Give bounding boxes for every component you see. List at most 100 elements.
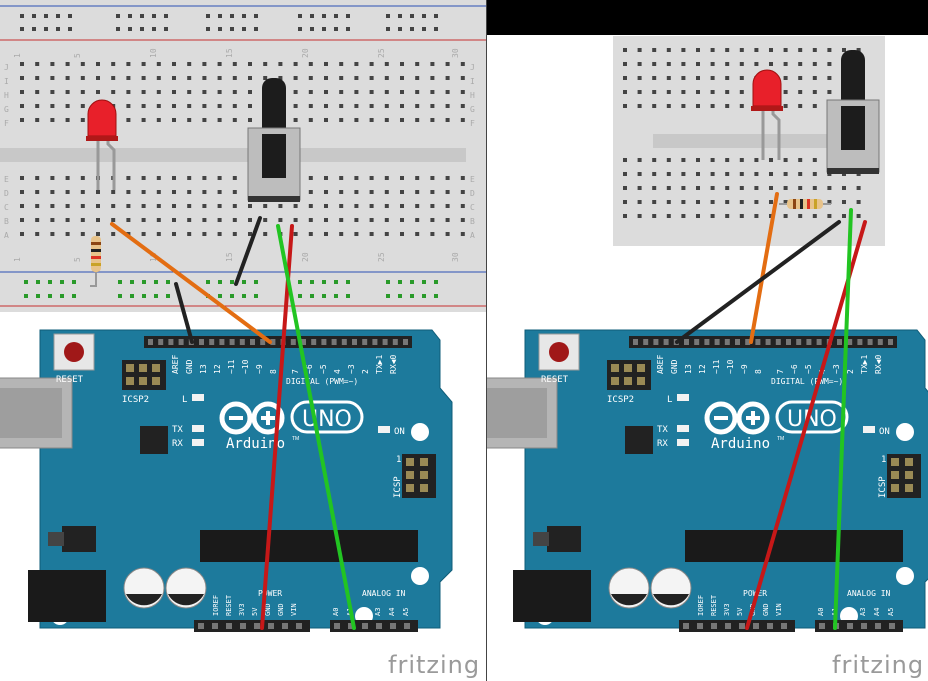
- rail-hole-connected: [142, 280, 146, 284]
- aref-label: AREF: [656, 355, 665, 374]
- rail-hole-connected: [334, 294, 338, 298]
- breadboard-hole: [156, 218, 161, 222]
- header-pin: [301, 339, 306, 345]
- rail-hole: [152, 14, 156, 18]
- header-pin: [725, 623, 731, 629]
- breadboard-hole: [842, 186, 846, 190]
- breadboard-hole: [141, 90, 146, 94]
- led-body: [87, 99, 117, 137]
- breadboard-hole: [754, 158, 759, 162]
- uno-badge: [290, 400, 364, 434]
- breadboard-hole: [769, 186, 773, 190]
- breadboard-hole: [827, 48, 832, 52]
- header-pin: [311, 339, 317, 345]
- breadboard-hole: [710, 48, 715, 52]
- breadboard-hole: [248, 104, 252, 108]
- breadboard-hole: [324, 176, 328, 180]
- header-pin: [362, 623, 368, 629]
- header-pin: [867, 339, 873, 345]
- breadboard-hole: [827, 90, 832, 94]
- breadboard-hole: [666, 104, 671, 108]
- breadboard-hole: [202, 118, 207, 122]
- capacitor-band: [611, 594, 647, 606]
- breadboard-hole: [126, 204, 131, 208]
- rail-hole: [434, 14, 438, 18]
- power-pin-label: RESET: [225, 594, 233, 616]
- rail-hole-connected: [422, 294, 426, 298]
- breadboard-hole: [339, 104, 344, 108]
- rail-hole-connected: [36, 294, 40, 298]
- breadboard-hole: [278, 204, 283, 208]
- rail-hole: [398, 27, 402, 31]
- gnd-label: GND: [670, 359, 679, 374]
- breadboard-hole: [400, 232, 404, 236]
- breadboard-hole: [445, 232, 450, 236]
- header-pin: [611, 377, 619, 385]
- column-number: 1: [13, 53, 22, 58]
- breadboard-hole: [623, 90, 627, 94]
- breadboard-hole: [217, 176, 222, 180]
- gnd-label: GND: [185, 359, 194, 374]
- header-pin: [341, 339, 347, 345]
- breadboard-hole: [141, 204, 146, 208]
- digital-pin-label: 13: [199, 364, 208, 374]
- rail-hole-connected: [206, 280, 210, 284]
- header-pin: [331, 339, 337, 345]
- breadboard-hole: [50, 118, 55, 122]
- analog-label: ANALOG IN: [362, 589, 406, 598]
- rail-hole: [422, 27, 426, 31]
- led-rim: [86, 136, 118, 141]
- rail-hole: [206, 27, 210, 31]
- breadboard-hole: [783, 200, 788, 204]
- header-pin: [711, 623, 717, 629]
- rail-hole: [56, 27, 60, 31]
- trademark-label: TM: [777, 436, 784, 442]
- breadboard-hole: [50, 90, 55, 94]
- rail-hole: [68, 27, 72, 31]
- breadboard-hole: [812, 186, 817, 190]
- breadboard-hole: [96, 76, 100, 80]
- breadboard-hole: [783, 158, 788, 162]
- breadboard-hole: [460, 62, 465, 66]
- breadboard-hole: [126, 190, 131, 194]
- breadboard-hole: [35, 218, 40, 222]
- fritzing-credit: fritzing: [388, 651, 481, 679]
- header-pin: [714, 339, 720, 345]
- breadboard-hole: [384, 76, 389, 80]
- breadboard-hole: [710, 104, 715, 108]
- logo-plus-icon-v: [751, 411, 755, 425]
- breadboard-hole: [339, 176, 344, 180]
- breadboard-hole: [354, 118, 359, 122]
- row-letter: G: [470, 105, 475, 114]
- column-number: 25: [377, 252, 386, 262]
- breadboard-hole: [324, 232, 328, 236]
- header-pin: [697, 623, 703, 629]
- breadboard-hole: [141, 118, 146, 122]
- rail-hole-connected: [142, 294, 146, 298]
- breadboard-hole: [769, 200, 773, 204]
- rail-hole: [410, 27, 414, 31]
- breadboard-hole: [20, 218, 24, 222]
- icsp2-label: ICSP2: [607, 395, 634, 405]
- on-label: ON: [879, 427, 890, 437]
- reset-label: RESET: [56, 375, 84, 385]
- header-pin: [816, 339, 822, 345]
- breadboard-hole: [111, 204, 116, 208]
- breadboard-hole: [652, 186, 657, 190]
- breadboard-hole: [681, 76, 686, 80]
- breadboard-hole: [248, 90, 252, 94]
- header-pin: [250, 339, 255, 345]
- resistor: [91, 236, 101, 272]
- breadboard-hole: [400, 118, 404, 122]
- column-number: 15: [225, 252, 234, 262]
- header-pin: [270, 339, 276, 345]
- breadboard-hole: [172, 232, 176, 236]
- breadboard-hole: [681, 214, 686, 218]
- header-pin: [819, 623, 825, 629]
- breadboard-hole: [400, 62, 404, 66]
- atmega-chip: [200, 530, 418, 562]
- breadboard-hole: [65, 62, 70, 66]
- breadboard-hole: [308, 104, 313, 108]
- breadboard-hole: [827, 76, 832, 80]
